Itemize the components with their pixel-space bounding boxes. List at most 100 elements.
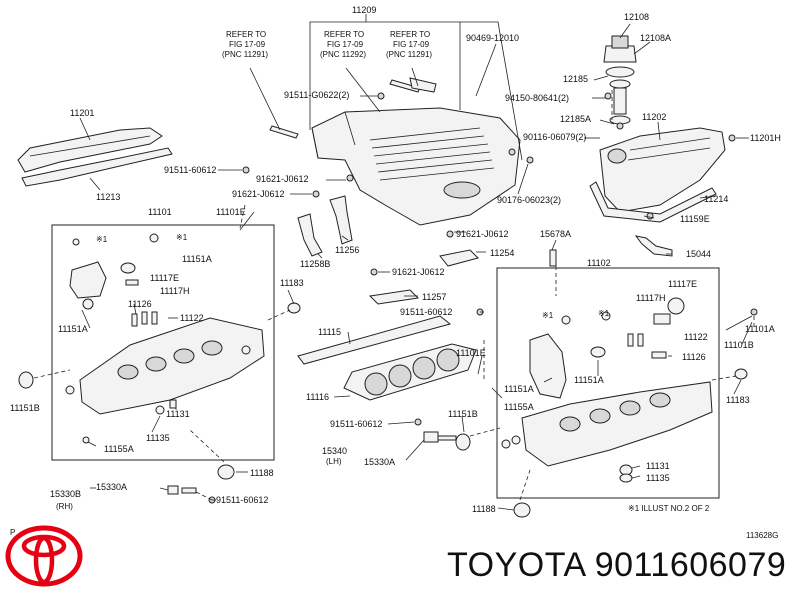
label-11258B: 11258B (300, 259, 330, 269)
label-15044: 15044 (686, 249, 711, 259)
label-15330B-rh: (RH) (56, 502, 73, 511)
plug-11188-left (217, 464, 235, 480)
left-small-parts (69, 233, 177, 444)
mark-1-a: ※1 (96, 235, 108, 244)
label-11188: 11188 (250, 468, 274, 478)
head-cover-11202 (599, 127, 726, 213)
label-figure-code: 113628G (746, 531, 778, 540)
label-15340-lh: (LH) (326, 457, 342, 466)
bracket-11256 (329, 195, 353, 245)
mark-1-c: ※1 (542, 311, 554, 320)
right-timing-cover (529, 333, 567, 399)
label-refer3-3: (PNC 11291) (386, 50, 432, 59)
label-11122-right: 11122 (684, 332, 708, 342)
plug-11183-right (734, 368, 748, 380)
label-12108A: 12108A (640, 33, 671, 43)
label-11117E-right: 11117E (668, 279, 697, 289)
label-11101B: 11101B (724, 340, 754, 350)
label-11131: 11131 (166, 409, 190, 419)
label-15330B: 15330B (50, 489, 81, 499)
label-91511-60612-c: 91511-60612 (330, 419, 382, 429)
bracket-11258B (297, 213, 323, 257)
label-91621-J0612-c: 91621-J0612 (456, 229, 509, 239)
label-11151A-left: 11151A (58, 324, 88, 334)
label-11214: 11214 (704, 194, 728, 204)
label-11116: 11116 (306, 392, 329, 402)
mark-1-b: ※1 (176, 233, 188, 242)
label-11209: 11209 (352, 5, 376, 15)
left-head-box (51, 224, 275, 461)
label-91621-J0612-b: 91621-J0612 (232, 189, 285, 199)
label-11159E: 11159E (680, 214, 710, 224)
sensor-15340 (423, 431, 457, 443)
label-11155A-left: 11155A (104, 444, 134, 454)
gasket-11214 (589, 181, 717, 223)
label-refer2-2: FIG 17-09 (327, 40, 364, 49)
hose-15044 (634, 235, 673, 257)
label-11101: 11101 (148, 207, 172, 217)
label-11201: 11201 (70, 108, 94, 118)
label-11256: 11256 (335, 245, 359, 255)
label-91511-60612-b: 91511-60612 (400, 307, 452, 317)
label-15330A-left: 15330A (96, 482, 127, 492)
brand-part-number: TOYOTA 9011606079 (447, 546, 787, 584)
seal-11151B-mid (455, 433, 471, 451)
label-11126-right: 11126 (682, 352, 706, 362)
bracket-11254 (439, 249, 479, 267)
label-11188-right: 11188 (472, 504, 496, 514)
bolts (208, 92, 758, 504)
label-11117E: 11117E (150, 273, 179, 283)
label-11257: 11257 (422, 292, 446, 302)
plug-11188-right (513, 502, 531, 518)
label-91511-60612-d: 91511-60612 (216, 495, 268, 505)
label-12185A: 12185A (560, 114, 591, 124)
label-11183-right: 11183 (726, 395, 750, 405)
gasket-11115 (297, 315, 452, 365)
label-refer1-2: FIG 17-09 (229, 40, 266, 49)
label-15678A: 15678A (540, 229, 571, 239)
label-11151B-mid: 11151B (448, 409, 478, 419)
oil-filler-cap (603, 35, 637, 125)
toyota-logo-icon (5, 525, 83, 587)
label-refer3-1: REFER TO (390, 30, 430, 39)
label-illust-note: ※1 ILLUST NO.2 OF 2 (628, 504, 710, 513)
label-11201H: 11201H (750, 133, 781, 143)
label-11151A-top: 11151A (182, 254, 212, 264)
label-90116-06079: 90116-06079(2) (523, 132, 586, 142)
label-11101A: 11101A (745, 324, 775, 334)
label-p: P (10, 528, 15, 537)
label-11101E-mid: 11101E (456, 348, 486, 358)
label-91511-G0622: 91511-G0622(2) (284, 90, 349, 100)
label-refer3-2: FIG 17-09 (393, 40, 430, 49)
label-11126: 11126 (128, 299, 152, 309)
bracket-11257 (368, 289, 420, 305)
label-11115: 11115 (318, 327, 341, 337)
gasket-11213 (21, 147, 173, 187)
label-12185: 12185 (563, 74, 588, 84)
label-91511-60612-a: 91511-60612 (164, 165, 216, 175)
label-11213: 11213 (96, 192, 120, 202)
label-11117H: 11117H (160, 286, 190, 296)
label-11151A-mid: 11151A (574, 375, 604, 385)
label-90176-06023: 90176-06023(2) (497, 195, 561, 205)
label-11117H-right: 11117H (636, 293, 666, 303)
label-11135: 11135 (146, 433, 170, 443)
label-11151A-r: 11151A (504, 384, 534, 394)
label-15340: 15340 (322, 446, 347, 456)
label-91621-J0612-a: 91621-J0612 (256, 174, 309, 184)
label-refer2-3: (PNC 11292) (320, 50, 366, 59)
engine-cover (311, 107, 521, 226)
label-11131-right: 11131 (646, 461, 670, 471)
label-12108: 12108 (624, 12, 649, 22)
label-11254: 11254 (490, 248, 514, 258)
label-11101E: 11101E (216, 207, 246, 217)
dashed-lines (33, 90, 755, 501)
leader-lines (79, 14, 753, 511)
label-94150-80641: 94150-80641(2) (505, 93, 569, 103)
label-11202: 11202 (642, 112, 666, 122)
label-refer2-1: REFER TO (324, 30, 364, 39)
sensor-15330A-left (167, 485, 197, 495)
label-11183: 11183 (280, 278, 304, 288)
label-11102: 11102 (587, 258, 611, 268)
